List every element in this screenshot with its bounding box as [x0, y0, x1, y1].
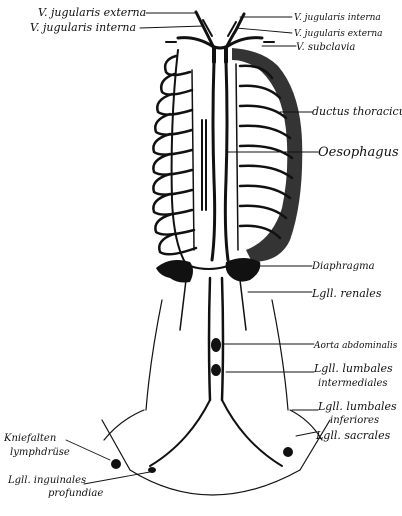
label-lgll-lumbales-intermediales-1: Lgll. lumbales: [313, 362, 393, 375]
labels: V. jugularis externa V. jugularis intern…: [3, 6, 402, 499]
label-lgll-lumbales-intermediales-2: intermediales: [318, 378, 388, 389]
label-diaphragma: Diaphragma: [311, 261, 375, 272]
label-lgll-inguinales-2: profundiae: [48, 488, 103, 499]
label-kniefalten-1: Kniefalten: [3, 433, 56, 444]
label-v-jugularis-interna: V. jugularis interna: [30, 21, 136, 34]
label-lgll-inguinales-1: Lgll. inguinales: [7, 475, 86, 486]
label-v-jugularis-interna-right: V. jugularis interna: [294, 13, 381, 23]
label-v-jugularis-externa-right: V. jugularis externa: [294, 29, 383, 39]
label-lgll-lumbales-inferiores-2: inferiores: [330, 415, 379, 426]
label-lgll-lumbales-inferiores-1: Lgll. lumbales: [317, 400, 397, 413]
label-aorta-abdominalis: Aorta abdominalis: [313, 341, 398, 351]
label-kniefalten-2: lymphdrüse: [10, 447, 70, 458]
label-ductus-thoracicus: ductus thoracicus: [312, 105, 402, 118]
body-outline: [102, 300, 330, 495]
label-oesophagus: Oesophagus: [318, 145, 399, 160]
right-rib-cage: [232, 48, 302, 262]
label-lgll-sacrales: Lgll. sacrales: [315, 429, 391, 442]
label-v-jugularis-externa: V. jugularis externa: [38, 6, 146, 19]
label-lgll-renales: Lgll. renales: [311, 287, 382, 300]
lymph-nodes: [111, 447, 293, 473]
central-vessels: [202, 62, 228, 260]
label-v-subclavia: V. subclavia: [296, 42, 355, 53]
diaphragm: [156, 258, 260, 283]
left-rib-cage: [153, 50, 196, 270]
